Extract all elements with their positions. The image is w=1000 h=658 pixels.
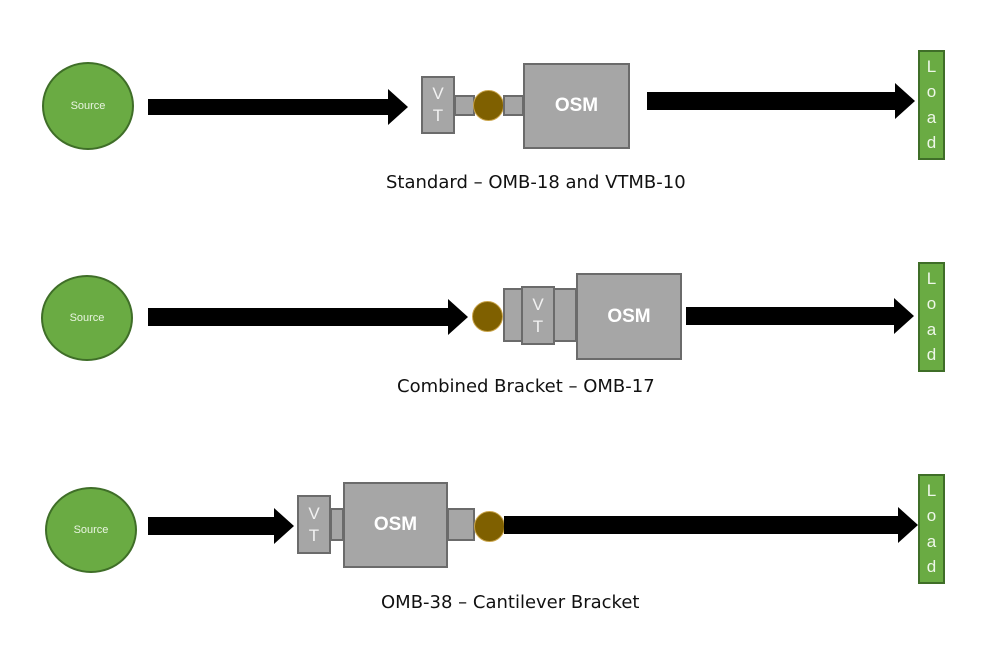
- osm-label: OSM: [607, 305, 651, 327]
- cantilever-connector-block: [447, 508, 475, 541]
- source-label: Source: [70, 100, 106, 112]
- load-box: L o a d: [918, 50, 945, 160]
- coupling-circle: [473, 90, 504, 121]
- load-letter: a: [926, 107, 937, 127]
- load-letter: L: [926, 56, 937, 76]
- source-label: Source: [73, 524, 109, 536]
- source-node: Source: [42, 62, 134, 150]
- arrow-osm-to-load: [647, 83, 915, 119]
- caption-standard: Standard – OMB-18 and VTMB-10: [386, 172, 686, 193]
- arrow-source-to-coupling: [148, 299, 468, 335]
- osm-label: OSM: [554, 95, 599, 116]
- osm-box: OSM: [523, 63, 630, 149]
- vt-letter-t: T: [308, 525, 320, 545]
- osm-box: OSM: [576, 273, 682, 360]
- load-box: L o a d: [918, 262, 945, 372]
- load-letter: L: [926, 268, 937, 288]
- load-letter: d: [926, 133, 937, 153]
- osm-box: OSM: [343, 482, 448, 568]
- caption-combined: Combined Bracket – OMB-17: [397, 376, 655, 397]
- vt-letter-v: V: [532, 294, 544, 314]
- vt-letter-t: T: [432, 106, 444, 125]
- load-letter: d: [926, 345, 937, 365]
- arrow-osm-to-load: [686, 298, 914, 334]
- load-letter: o: [926, 294, 937, 314]
- source-label: Source: [69, 312, 105, 324]
- vt-letter-v: V: [308, 503, 320, 523]
- source-node: Source: [41, 275, 133, 361]
- load-letter: a: [926, 531, 937, 551]
- vt-box: V T: [521, 286, 555, 345]
- vt-letter-v: V: [432, 84, 444, 103]
- arrow-coupling-to-load: [504, 507, 918, 543]
- load-letter: d: [926, 557, 937, 577]
- load-letter: o: [926, 506, 937, 526]
- load-letter: o: [926, 82, 937, 102]
- source-node: Source: [45, 487, 137, 573]
- load-letter: L: [926, 480, 937, 500]
- vt-box: V T: [421, 76, 455, 134]
- osm-label: OSM: [373, 514, 418, 535]
- arrow-source-to-vt: [148, 89, 408, 125]
- load-letter: a: [926, 319, 937, 339]
- coupling-circle: [472, 301, 503, 332]
- caption-cantilever: OMB-38 – Cantilever Bracket: [381, 592, 640, 613]
- coupling-circle: [474, 511, 505, 542]
- vt-letter-t: T: [532, 316, 544, 336]
- load-box: L o a d: [918, 474, 945, 584]
- connector-block: [330, 508, 344, 541]
- vt-box: V T: [297, 495, 331, 554]
- connector-block: [454, 95, 475, 116]
- connector-block: [503, 95, 524, 116]
- arrow-source-to-vt: [148, 508, 294, 544]
